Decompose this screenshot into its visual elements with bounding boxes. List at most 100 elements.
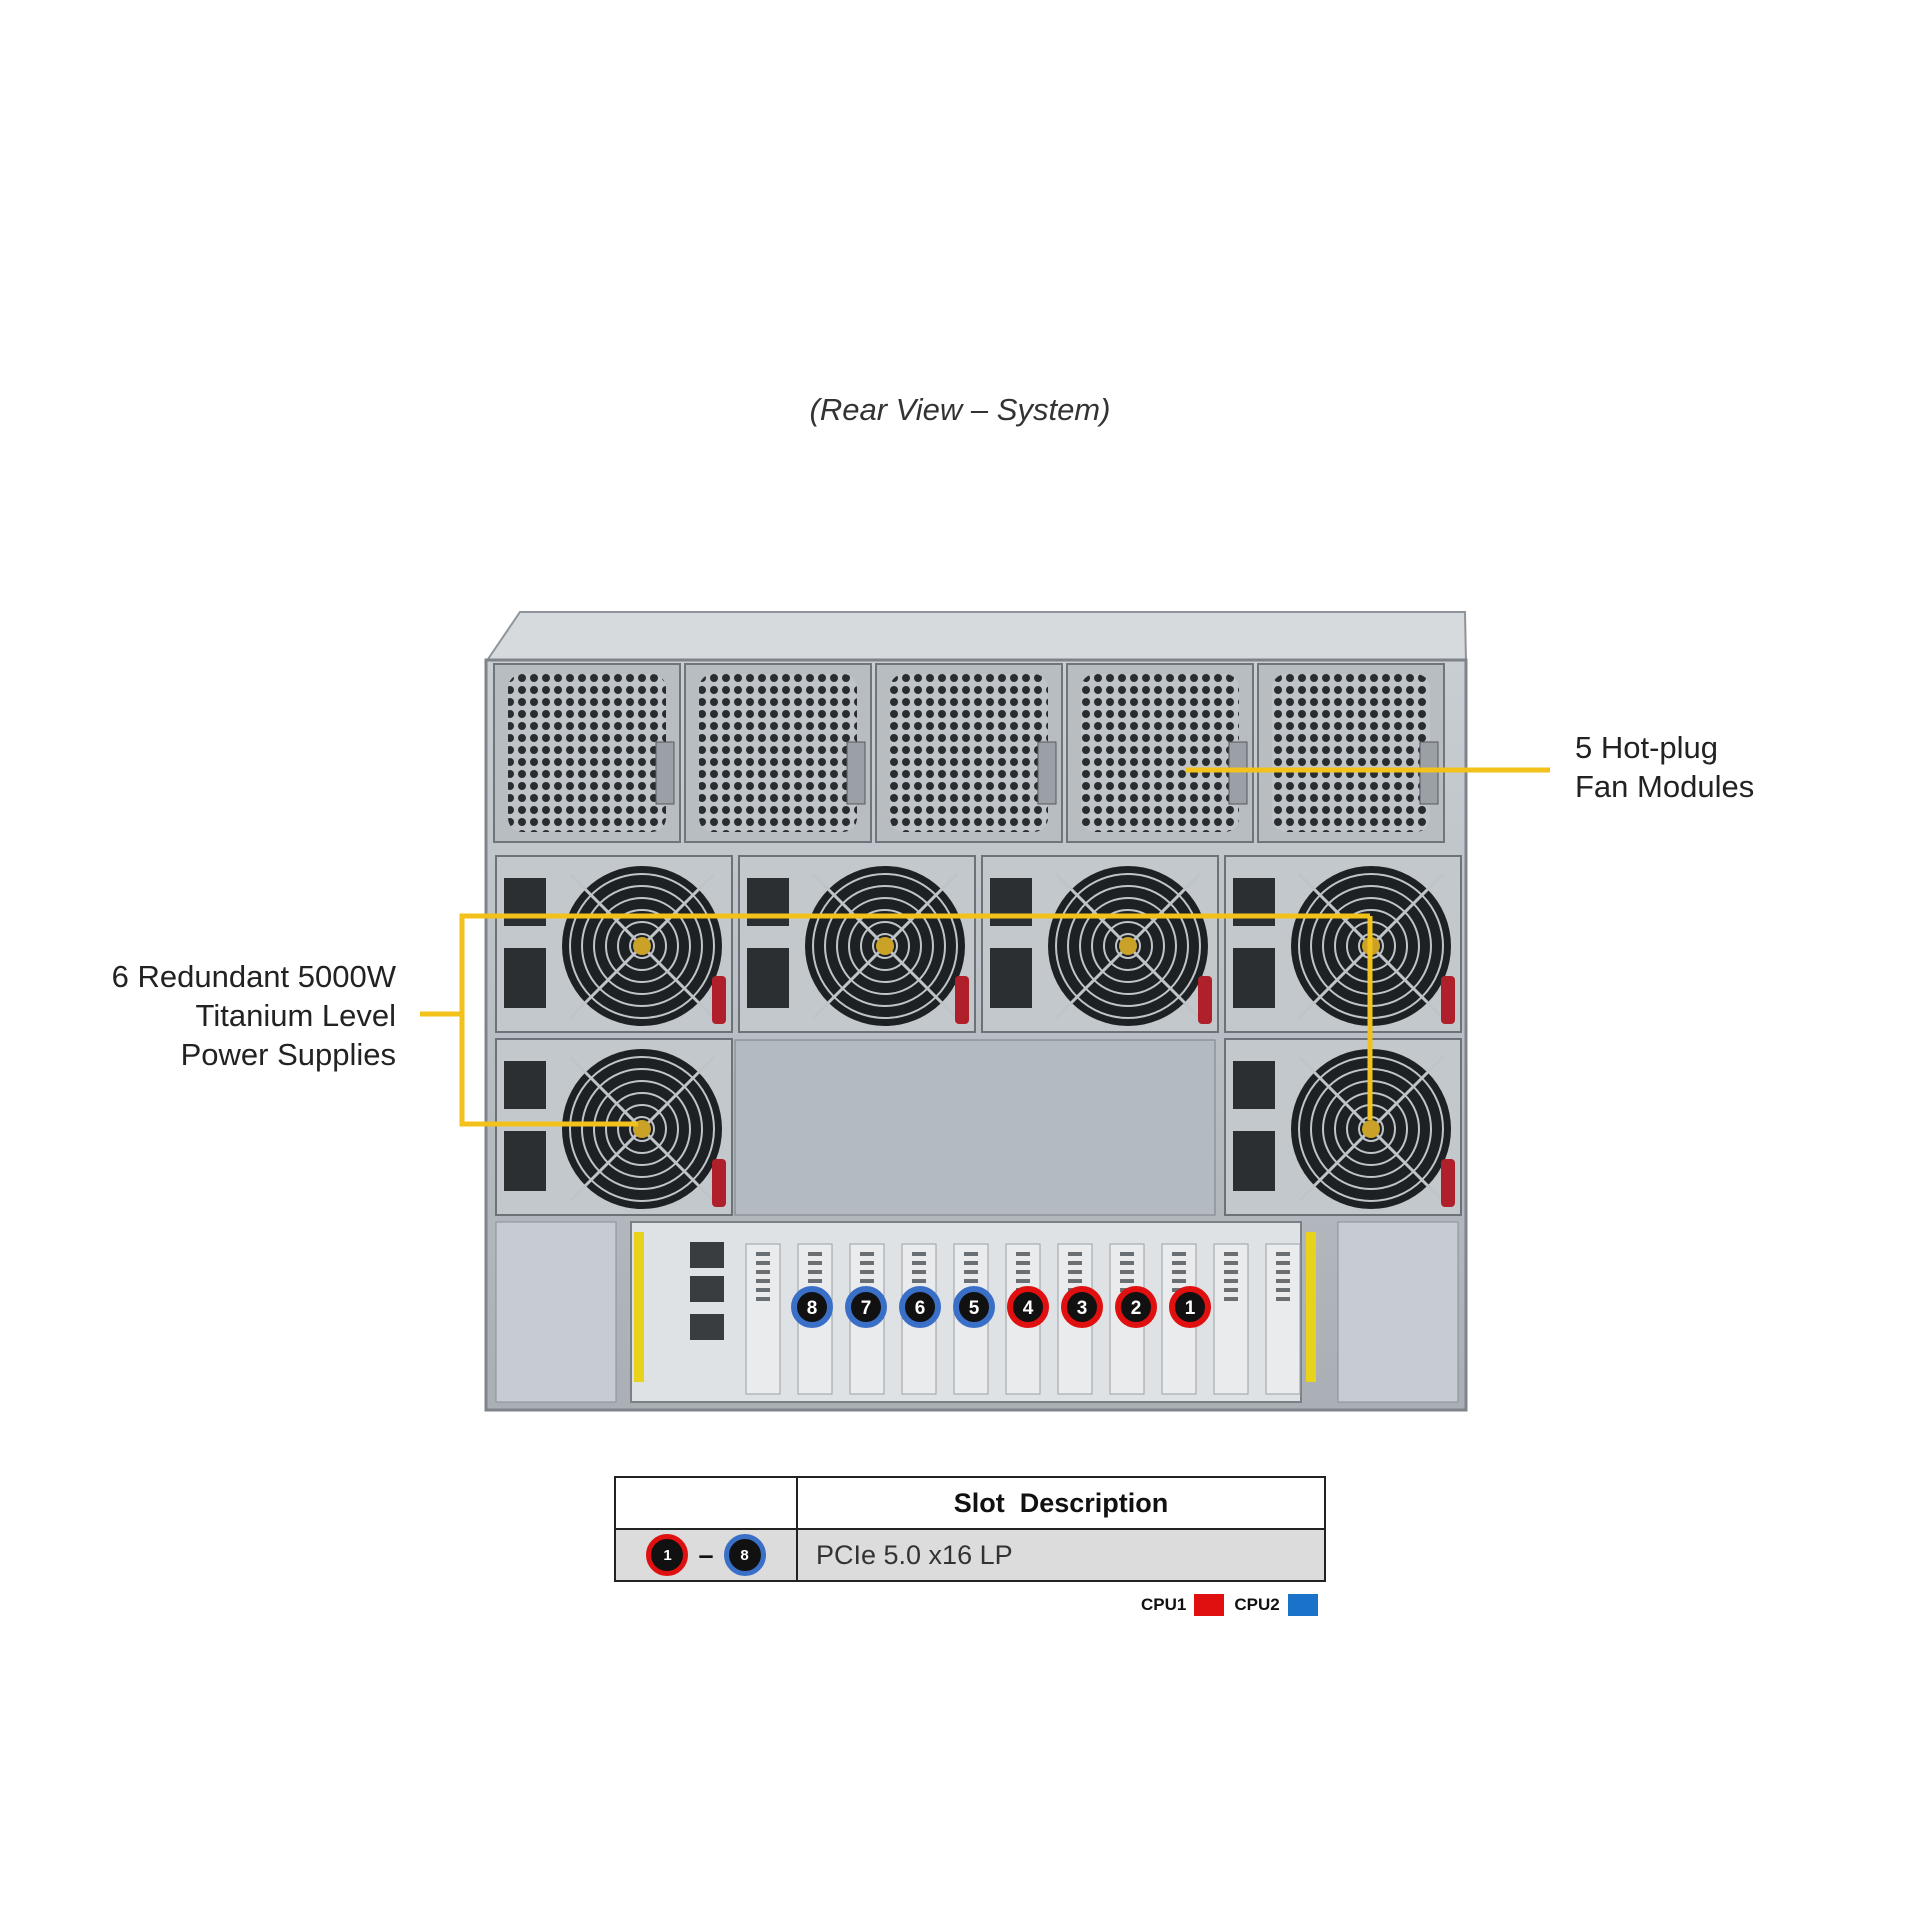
slot-description: PCIe 5.0 x16 LP <box>796 1528 1326 1582</box>
fan-grille <box>508 674 666 832</box>
power-supplies <box>495 855 1462 1216</box>
fan-guard-ring <box>848 909 922 983</box>
slot-vent <box>1224 1252 1238 1256</box>
slot-vent <box>860 1279 874 1283</box>
power-inlet <box>1233 948 1275 1008</box>
slot-vent <box>1276 1297 1290 1301</box>
fan-grille <box>1272 674 1430 832</box>
slot-vent <box>756 1261 770 1265</box>
slot-vent <box>1224 1261 1238 1265</box>
slot-badge-ring <box>1169 1286 1211 1328</box>
psu-callout-line-2: Titanium Level <box>195 998 396 1033</box>
fan-grille <box>699 674 857 832</box>
fan-module <box>493 663 681 843</box>
fan-guard-ring <box>836 897 934 995</box>
fan-grille <box>890 674 1048 832</box>
psu-unit <box>1224 855 1462 1033</box>
rj45-port <box>690 1242 724 1268</box>
slot-vent <box>1120 1279 1134 1283</box>
power-inlet <box>1233 878 1275 926</box>
slot-vent <box>860 1252 874 1256</box>
slot-bracket <box>745 1243 781 1395</box>
fan-guard-ring <box>581 1068 703 1190</box>
fan-guard-ring <box>617 1104 667 1154</box>
slot-badge-8: 8 <box>791 1286 833 1328</box>
slot-vent <box>1224 1270 1238 1274</box>
psu-blank-panel <box>734 1039 1216 1216</box>
fan-grille <box>1081 674 1239 832</box>
power-inlet <box>504 1061 546 1109</box>
slot-bracket <box>1213 1243 1249 1395</box>
psu-callout-line-3: Power Supplies <box>180 1037 396 1072</box>
fan-hub <box>1362 1120 1380 1138</box>
slot-badge-label: 6 <box>915 1298 926 1319</box>
rj45-port <box>690 1314 724 1340</box>
warning-tab-left <box>634 1232 644 1382</box>
slot-vent <box>756 1279 770 1283</box>
fan-guard-ring <box>860 921 910 971</box>
fan-guard-ring <box>1091 909 1165 983</box>
slot-vent <box>808 1261 822 1265</box>
fan-guard-ring <box>605 909 679 983</box>
chassis-top <box>484 611 1468 663</box>
psu-callout-line-1: 6 Redundant 5000W <box>111 959 396 994</box>
slot-badge-ring <box>791 1286 833 1328</box>
slot-vent <box>912 1261 926 1265</box>
slot-vent <box>1172 1270 1186 1274</box>
slot-vent <box>964 1279 978 1283</box>
fan-guard-ring <box>617 921 667 971</box>
power-inlet <box>504 1131 546 1191</box>
cpu-legend: CPU1 CPU2 <box>1141 1594 1318 1616</box>
callout-lines <box>420 767 1550 1127</box>
fan-guard-ring <box>629 933 655 959</box>
slot-vent <box>860 1261 874 1265</box>
slot-badge-5: 5 <box>953 1286 995 1328</box>
slot-badge-from: 1 <box>646 1534 689 1576</box>
slot-vent <box>756 1288 770 1292</box>
slot-vent <box>1172 1261 1186 1265</box>
slot-badge-4: 4 <box>1007 1286 1049 1328</box>
slot-table-header: Slot Description <box>796 1476 1326 1530</box>
psu-release-handle <box>1441 976 1455 1024</box>
fan-guard-ring <box>605 1092 679 1166</box>
slot-vent <box>1068 1279 1082 1283</box>
slot-vent <box>912 1270 926 1274</box>
power-inlet <box>1233 1131 1275 1191</box>
slot-vent <box>1172 1252 1186 1256</box>
power-inlet <box>747 948 789 1008</box>
slot-vent <box>1068 1252 1082 1256</box>
slot-vent <box>1068 1270 1082 1274</box>
psu-unit <box>495 855 733 1033</box>
fan-guard-ring <box>1055 873 1201 1019</box>
slot-badge-6: 6 <box>899 1286 941 1328</box>
fan-callout-line-2: Fan Modules <box>1575 769 1755 804</box>
slot-vent <box>1120 1252 1134 1256</box>
slot-badge-ring <box>1007 1286 1049 1328</box>
psu-unit <box>1224 1038 1462 1216</box>
fan-hub <box>876 937 894 955</box>
power-inlet <box>990 948 1032 1008</box>
slot-vent <box>756 1297 770 1301</box>
fan-guard-ring <box>1103 921 1153 971</box>
fan-guard-ring <box>593 897 691 995</box>
slot-badge-3: 3 <box>1061 1286 1103 1328</box>
slot-vent <box>1276 1288 1290 1292</box>
slot-vent <box>912 1252 926 1256</box>
fan-hub <box>1119 937 1137 955</box>
slot-range: 1–8 <box>614 1528 798 1582</box>
slot-vent <box>1068 1261 1082 1265</box>
slot-badge-7: 7 <box>845 1286 887 1328</box>
slot-badge-label: 3 <box>1077 1298 1088 1319</box>
fan-module <box>1066 663 1254 843</box>
slot-vent <box>756 1270 770 1274</box>
page-title: (Rear View – System) <box>809 392 1111 427</box>
psu-release-handle <box>1441 1159 1455 1207</box>
psu-callout: 6 Redundant 5000W Titanium Level Power S… <box>112 957 396 1074</box>
slot-badge-ring <box>953 1286 995 1328</box>
psu-unit <box>981 855 1219 1033</box>
slot-vent <box>1016 1279 1030 1283</box>
slot-vent <box>964 1252 978 1256</box>
fan-callout-line-1: 5 Hot-plug <box>1575 730 1719 765</box>
psu-release-handle <box>712 976 726 1024</box>
